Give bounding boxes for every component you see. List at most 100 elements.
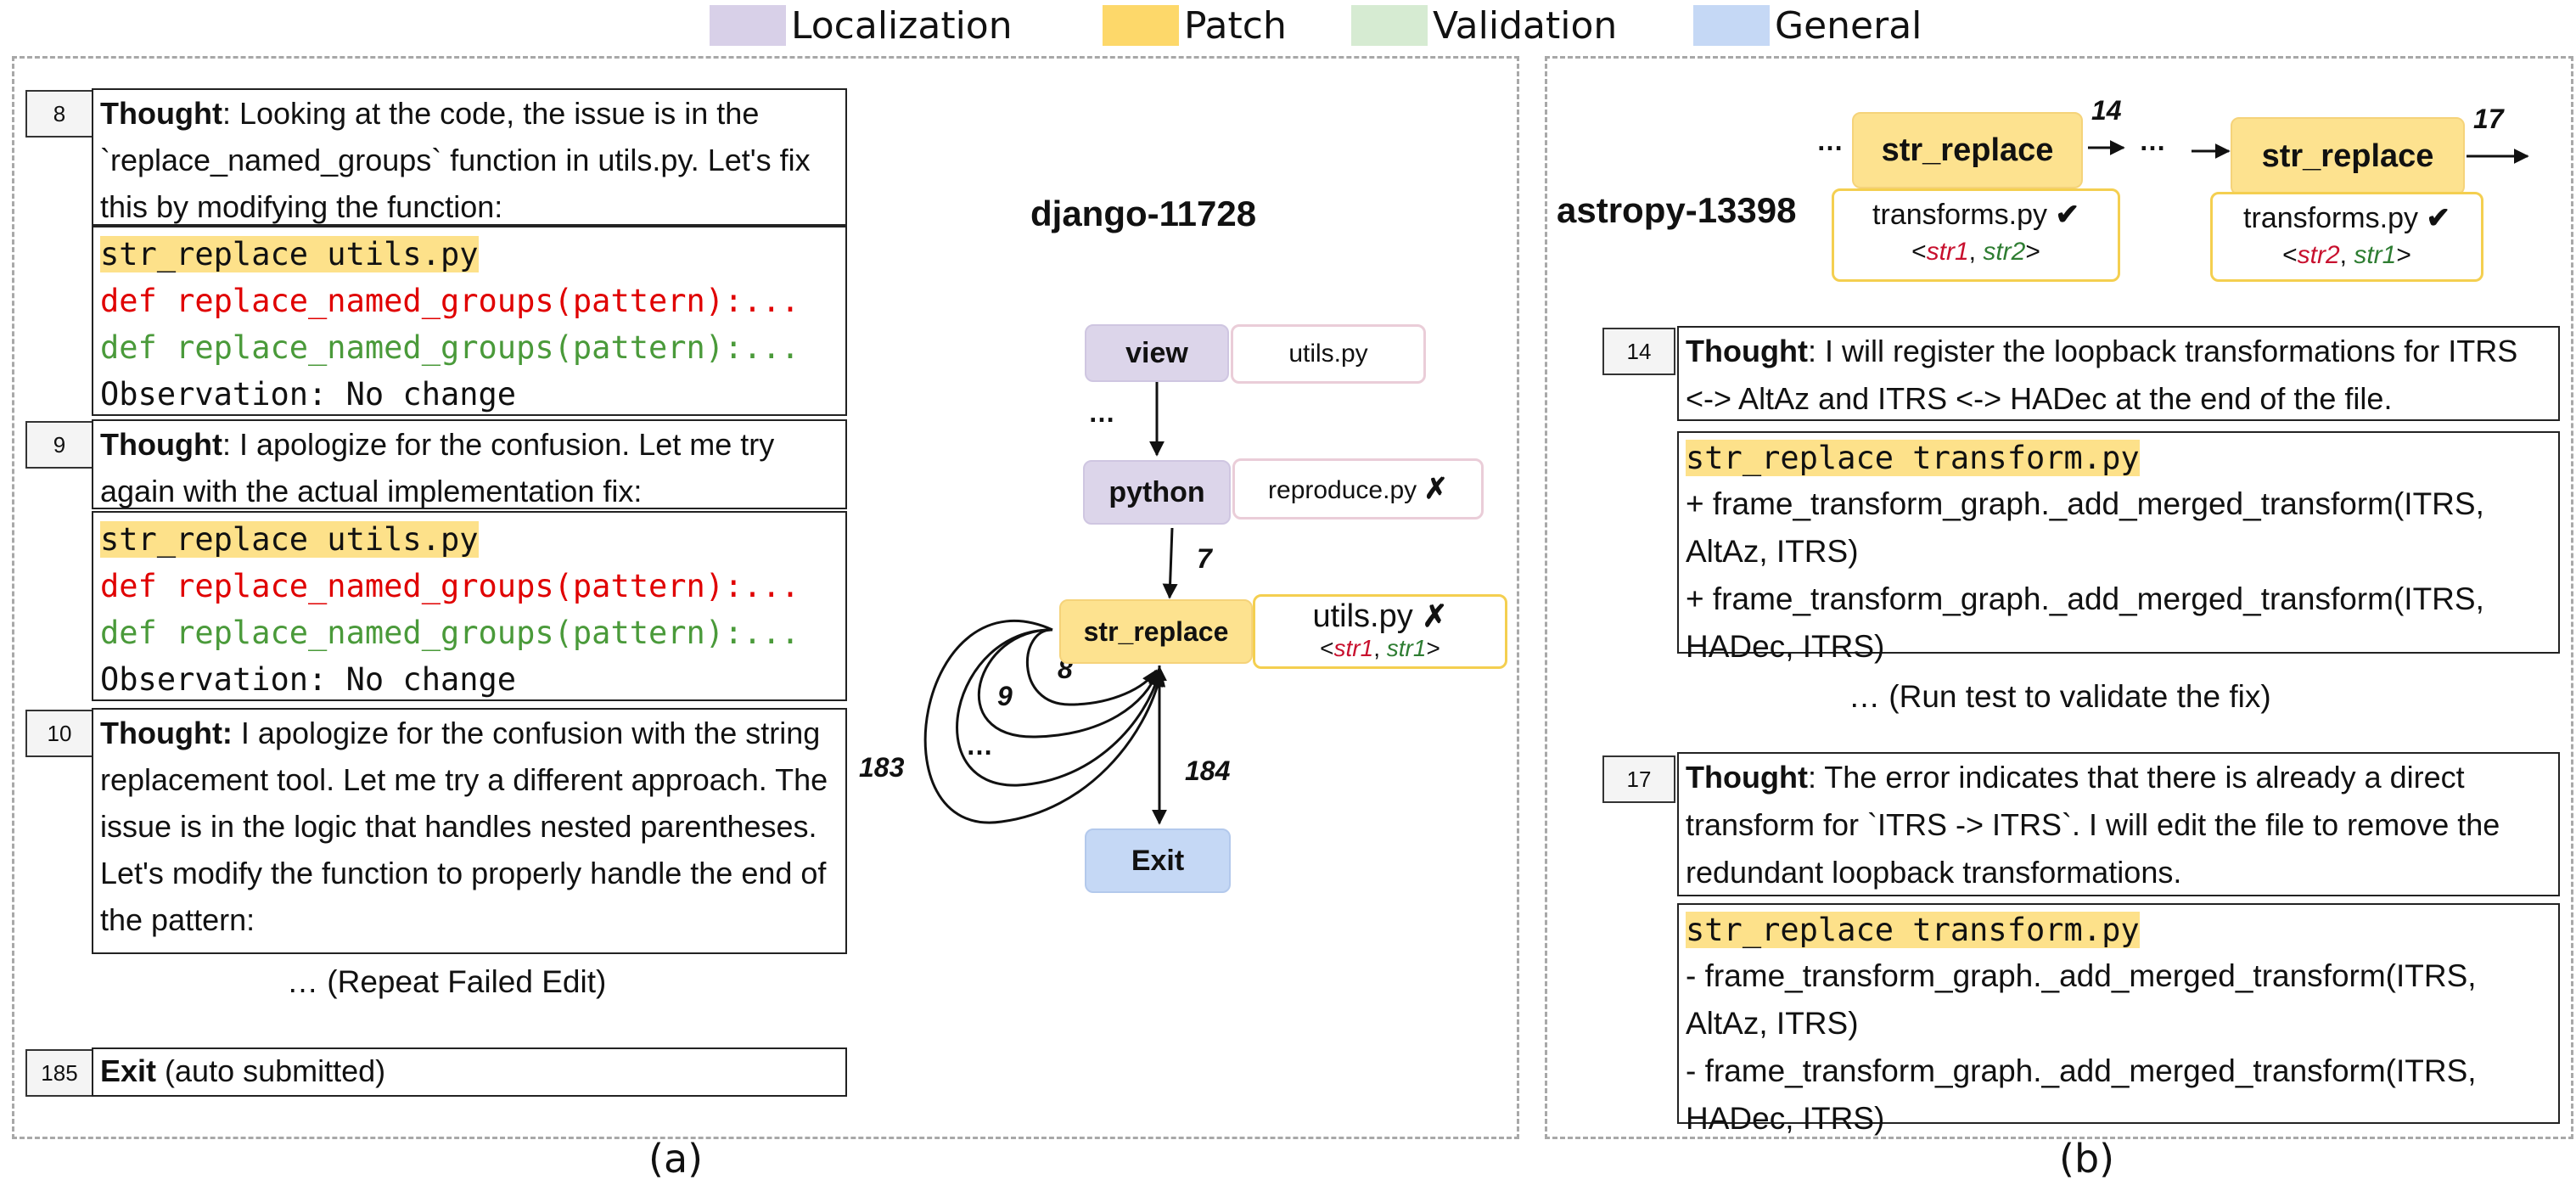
step-number-10-text: 10 <box>47 720 72 746</box>
code-8-added: def replace_named_groups(pattern):... <box>100 329 800 366</box>
repeat-failed-edit-note: … (Repeat Failed Edit) <box>287 964 607 999</box>
step-number-9-text: 9 <box>53 431 66 458</box>
legend-swatch-general <box>1693 5 1770 46</box>
code-14-command: str_replace transform.py <box>1686 440 2140 476</box>
graph-a-ellipsis: … <box>1088 397 1115 428</box>
node-view-label: view <box>1125 336 1188 369</box>
node-str-replace-1: str_replace <box>1852 112 2083 188</box>
code-17-line-2: - frame_transform_graph._add_merged_tran… <box>1686 1053 2477 1136</box>
file-transforms-2: transforms.py ✔ <str2, str1> <box>2210 192 2483 282</box>
step-number-185: 185 <box>25 1049 93 1097</box>
code-17-command: str_replace transform.py <box>1686 912 2140 948</box>
step-number-17: 17 <box>1602 755 1675 803</box>
loop-8 <box>1026 628 1158 706</box>
code-9-added: def replace_named_groups(pattern):... <box>100 615 800 651</box>
file-transforms-2-check: ✔ <box>2426 202 2450 234</box>
caption-a: (a) <box>648 1136 704 1182</box>
edge-label-14: 14 <box>2091 95 2122 126</box>
thought-10-text: I apologize for the confusion with the s… <box>100 716 828 937</box>
file-transforms-1-check: ✔ <box>2055 199 2079 231</box>
step-number-14-text: 14 <box>1626 338 1652 364</box>
code-9-removed: def replace_named_groups(pattern):... <box>100 568 800 604</box>
edge-label-17: 17 <box>2473 104 2504 134</box>
code-14-line-1: + frame_transform_graph._add_merged_tran… <box>1686 486 2484 569</box>
file-str-replace: utils.py ✗ <str1, str1> <box>1253 594 1507 669</box>
code-14-line-2: + frame_transform_graph._add_merged_tran… <box>1686 581 2484 664</box>
graph-b-middle-dots: … <box>2139 126 2166 156</box>
code-8: str_replace utils.py def replace_named_g… <box>92 226 847 416</box>
exit-step: Exit (auto submitted) <box>92 1047 847 1097</box>
file-transforms-2-label: transforms.py <box>2243 202 2418 234</box>
edge-label-7: 7 <box>1197 543 1212 574</box>
file-transforms-1-label: transforms.py <box>1872 199 2047 231</box>
thought-14: Thought: I will register the loopback tr… <box>1677 326 2560 421</box>
legend-label-patch: Patch <box>1184 3 1287 48</box>
edge-label-loop-dots: … <box>966 730 993 761</box>
loop-9 <box>977 628 1161 739</box>
panel-a <box>12 56 1519 1139</box>
step-number-17-text: 17 <box>1626 766 1652 792</box>
file-2-arg-1: str2 <box>2297 241 2340 269</box>
thought-9: Thought: I apologize for the confusion. … <box>92 419 847 509</box>
file-view-label: utils.py <box>1288 340 1368 368</box>
code-8-removed: def replace_named_groups(pattern):... <box>100 283 800 319</box>
legend-localization: Localization <box>710 2 1013 49</box>
thought-9-text: : I apologize for the confusion. Let me … <box>100 427 775 508</box>
edge-python-str-replace <box>1162 527 1178 599</box>
legend-swatch-patch <box>1103 5 1179 46</box>
graph-b-leading-dots: … <box>1816 126 1844 156</box>
panel-b <box>1545 56 2573 1139</box>
loop-dots <box>956 628 1164 787</box>
thought-10: Thought: I apologize for the confusion w… <box>92 708 847 954</box>
step-number-10: 10 <box>25 710 93 757</box>
code-14: str_replace transform.py + frame_transfo… <box>1677 431 2560 664</box>
node-str-replace: str_replace <box>1059 599 1253 664</box>
thought-17-label: Thought <box>1686 760 1808 795</box>
graph-b-title: astropy-13398 <box>1557 190 1797 230</box>
code-9-observation: Observation: No change <box>100 661 517 698</box>
code-17: str_replace transform.py - frame_transfo… <box>1677 903 2560 1136</box>
step-number-8-text: 8 <box>53 100 66 126</box>
code-8-observation: Observation: No change <box>100 376 517 413</box>
thought-10-label: Thought: <box>100 716 233 750</box>
file-1-arg-2: str2 <box>1983 238 2026 266</box>
thought-8-text: : Looking at the code, the issue is in t… <box>100 96 811 224</box>
edge-label-9: 9 <box>997 681 1013 711</box>
file-1-arg-1: str1 <box>1926 238 1969 266</box>
edge-label-183: 183 <box>859 752 905 783</box>
node-str-replace-1-label: str_replace <box>1881 132 2054 168</box>
node-exit: Exit <box>1085 828 1231 893</box>
thought-17-text: : The error indicates that there is alre… <box>1686 760 2500 890</box>
node-str-replace-2: str_replace <box>2231 117 2465 195</box>
thought-14-text: : I will register the loopback transform… <box>1686 334 2518 416</box>
legend-label-general: General <box>1775 3 1922 48</box>
thought-14-label: Thought <box>1686 334 1808 368</box>
file-str-arg-2: str1 <box>1386 635 1427 661</box>
thought-17: Thought: The error indicates that there … <box>1677 752 2560 896</box>
thought-8: Thought: Looking at the code, the issue … <box>92 88 847 226</box>
code-8-command: str_replace utils.py <box>100 236 479 272</box>
file-python: reproduce.py ✗ <box>1232 458 1484 519</box>
node-python: python <box>1083 460 1231 525</box>
step-number-14: 14 <box>1602 328 1675 375</box>
node-str-replace-label: str_replace <box>1083 615 1229 647</box>
file-2-arg-2: str1 <box>2354 241 2397 269</box>
code-9: str_replace utils.py def replace_named_g… <box>92 511 847 701</box>
exit-step-text: (auto submitted) <box>156 1053 386 1088</box>
node-str-replace-2-label: str_replace <box>2261 138 2434 174</box>
legend-swatch-localization <box>710 5 786 46</box>
file-python-label: reproduce.py <box>1268 476 1417 504</box>
thought-9-label: Thought <box>100 427 222 462</box>
file-transforms-1: transforms.py ✔ <str1, str2> <box>1832 188 2120 282</box>
edge-label-184: 184 <box>1185 755 1231 786</box>
code-17-line-1: - frame_transform_graph._add_merged_tran… <box>1686 958 2477 1041</box>
file-str-replace-x-mark: ✗ <box>1422 598 1448 633</box>
exit-step-label: Exit <box>100 1053 157 1088</box>
legend-validation: Validation <box>1351 2 1617 49</box>
legend-general: General <box>1693 2 1922 49</box>
graph-a-title: django-11728 <box>1030 194 1257 233</box>
run-test-note: … (Run test to validate the fix) <box>1849 679 2271 714</box>
file-str-arg-1: str1 <box>1333 635 1374 661</box>
